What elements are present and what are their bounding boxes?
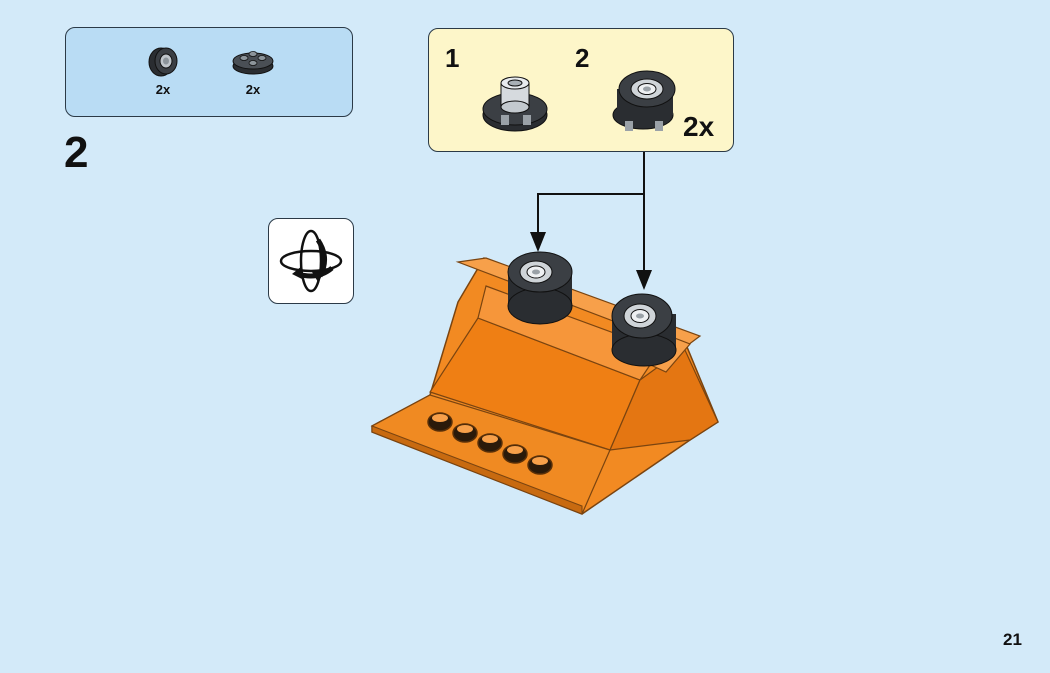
part-round-plate: 2x: [223, 42, 283, 97]
arrow-head-left: [530, 232, 546, 252]
arrow-head-right: [636, 270, 652, 290]
rotate-model-icon: [279, 229, 342, 292]
rotate-model-box: [268, 218, 354, 304]
part-qty: 2x: [245, 82, 261, 97]
sub-step-2-illustration: [612, 70, 676, 131]
round-plate-icon: [232, 51, 274, 75]
page-number: 21: [1003, 630, 1022, 649]
sub-assembly-box: 1 2 2x: [428, 28, 734, 152]
wheel-right: [611, 293, 677, 367]
sub-step-number: 1: [445, 43, 460, 73]
step-number: 2: [64, 128, 89, 177]
tire-icon: [148, 47, 178, 77]
part-tire: 2x: [133, 42, 193, 97]
wheel-left: [507, 251, 573, 325]
sub-step-number: 2: [575, 43, 590, 73]
parts-list-box: 2x 2x: [65, 27, 353, 117]
sub-step-1-illustration: [482, 76, 548, 132]
sub-assembly-qty: 2x: [683, 111, 715, 142]
part-qty: 2x: [155, 82, 171, 97]
